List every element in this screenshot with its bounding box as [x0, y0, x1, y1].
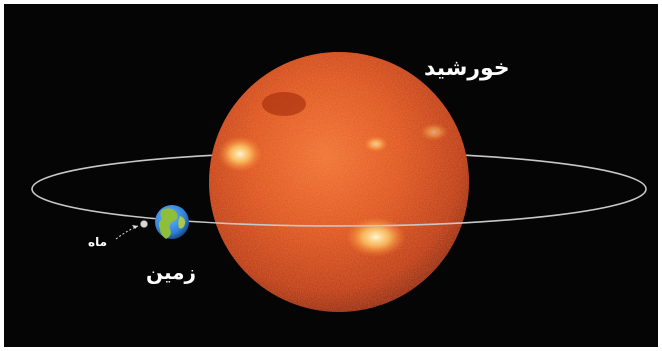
orbit-front — [31, 188, 647, 227]
sun — [209, 52, 469, 312]
moon-pointer-arrow — [115, 225, 139, 240]
sun-label: خورشید — [424, 56, 510, 81]
earth-land — [158, 208, 178, 239]
moon-label: ماه — [88, 235, 108, 249]
diagram-frame: خورشید زمین ماه — [4, 4, 658, 347]
sun-flare-bottom — [346, 217, 406, 257]
earth — [155, 205, 189, 239]
earth-label: زمین — [146, 260, 197, 284]
sun-spot — [262, 92, 306, 116]
sun-flare-top — [364, 136, 388, 152]
sun-flare-left — [218, 136, 262, 172]
sun-surface-texture — [209, 52, 469, 312]
solar-system-diagram — [31, 52, 647, 312]
moon — [140, 220, 148, 228]
sun-flare-right — [420, 123, 448, 141]
earth-land-2 — [178, 216, 186, 229]
